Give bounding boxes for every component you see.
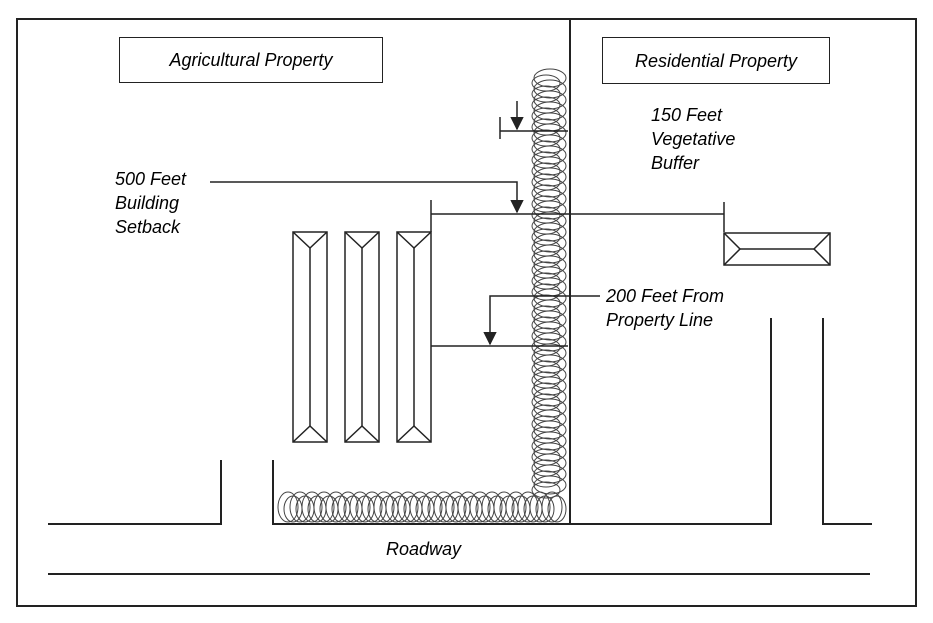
residence-building [723, 232, 831, 266]
hedge-coil [373, 491, 395, 523]
building-setback-label: 500 Feet Building Setback [115, 169, 187, 237]
hedge-coil [533, 310, 567, 330]
agricultural-property-label: Agricultural Property [169, 50, 333, 70]
hedge-coil [337, 491, 359, 523]
hedge-coil [533, 288, 567, 308]
hedge-coil [533, 277, 567, 297]
outer-frame [16, 18, 917, 607]
hedge-coil [533, 354, 567, 374]
hedge-coil [533, 431, 567, 451]
setback-dimension [210, 181, 725, 232]
hedge-coil [533, 200, 567, 220]
hedge-coil [533, 387, 567, 407]
agricultural-property-box: Agricultural Property [119, 37, 383, 83]
hedge-coil [533, 189, 567, 209]
residential-property-box: Residential Property [602, 37, 830, 84]
roadway-label: Roadway [386, 539, 462, 559]
hedge-coil [533, 134, 567, 154]
property-line-dimension [431, 295, 600, 347]
hedge-coil [533, 211, 567, 231]
hedge-coil [547, 495, 567, 523]
hedge-coil [533, 255, 567, 275]
hedge-coil [517, 491, 539, 523]
property-line-distance-label: 200 Feet From Property Line [606, 286, 725, 330]
hedge-coil [533, 376, 567, 396]
hedge-coil [301, 491, 323, 523]
hedge-coil [433, 491, 455, 523]
hedge-coil [533, 68, 567, 88]
barn-3 [396, 231, 432, 443]
vegetative-buffer-label: 150 Feet Vegetative Buffer [651, 105, 736, 173]
hedge-coil [277, 491, 299, 523]
hedge-coil [533, 233, 567, 253]
hedge-coil [533, 178, 567, 198]
hedge-coil [533, 299, 567, 319]
roadway-edges [48, 318, 872, 575]
hedge-coil [533, 266, 567, 286]
hedge-coil [533, 453, 567, 473]
hedge-coil [385, 491, 407, 523]
hedge-coil [533, 420, 567, 440]
hedge-coil [533, 398, 567, 418]
residential-property-label: Residential Property [634, 50, 798, 71]
hedge-coil [533, 475, 567, 495]
hedge-coil [421, 491, 443, 523]
hedge-coil [289, 491, 311, 523]
hedge-coil [533, 321, 567, 341]
hedge-coil [469, 491, 491, 523]
vegetative-buffer-hedge [277, 68, 567, 523]
hedge-coil [541, 491, 563, 523]
hedge-coil [533, 90, 567, 110]
hedge-coil [349, 491, 371, 523]
hedge-coil [533, 343, 567, 363]
hedge-coil [409, 491, 431, 523]
hedge-coil [533, 332, 567, 352]
hedge-coil [313, 491, 335, 523]
hedge-coil [533, 123, 567, 143]
barn-1 [292, 231, 328, 443]
hedge-coil [533, 156, 567, 176]
hedge-coil [533, 112, 567, 132]
hedge-coil [531, 481, 561, 499]
hedge-coil [533, 79, 567, 99]
hedge-coil [533, 442, 567, 462]
buffer-dimension [499, 101, 568, 139]
barn-2 [344, 231, 380, 443]
hedge-coil [445, 491, 467, 523]
hedge-coil [533, 244, 567, 264]
hedge-coil [533, 145, 567, 165]
hedge-coil [457, 491, 479, 523]
hedge-coil [533, 222, 567, 242]
hedge-coil [505, 491, 527, 523]
hedge-coil [533, 101, 567, 121]
hedge-coil [533, 464, 567, 484]
hedge-coil [533, 409, 567, 429]
hedge-coil [361, 491, 383, 523]
hedge-coil [325, 491, 347, 523]
hedge-coil [533, 365, 567, 385]
hedge-coil [481, 491, 503, 523]
hedge-coil [397, 491, 419, 523]
hedge-coil [493, 491, 515, 523]
hedge-coil [529, 491, 551, 523]
hedge-coil [533, 167, 567, 187]
hedge-coil [531, 470, 561, 488]
